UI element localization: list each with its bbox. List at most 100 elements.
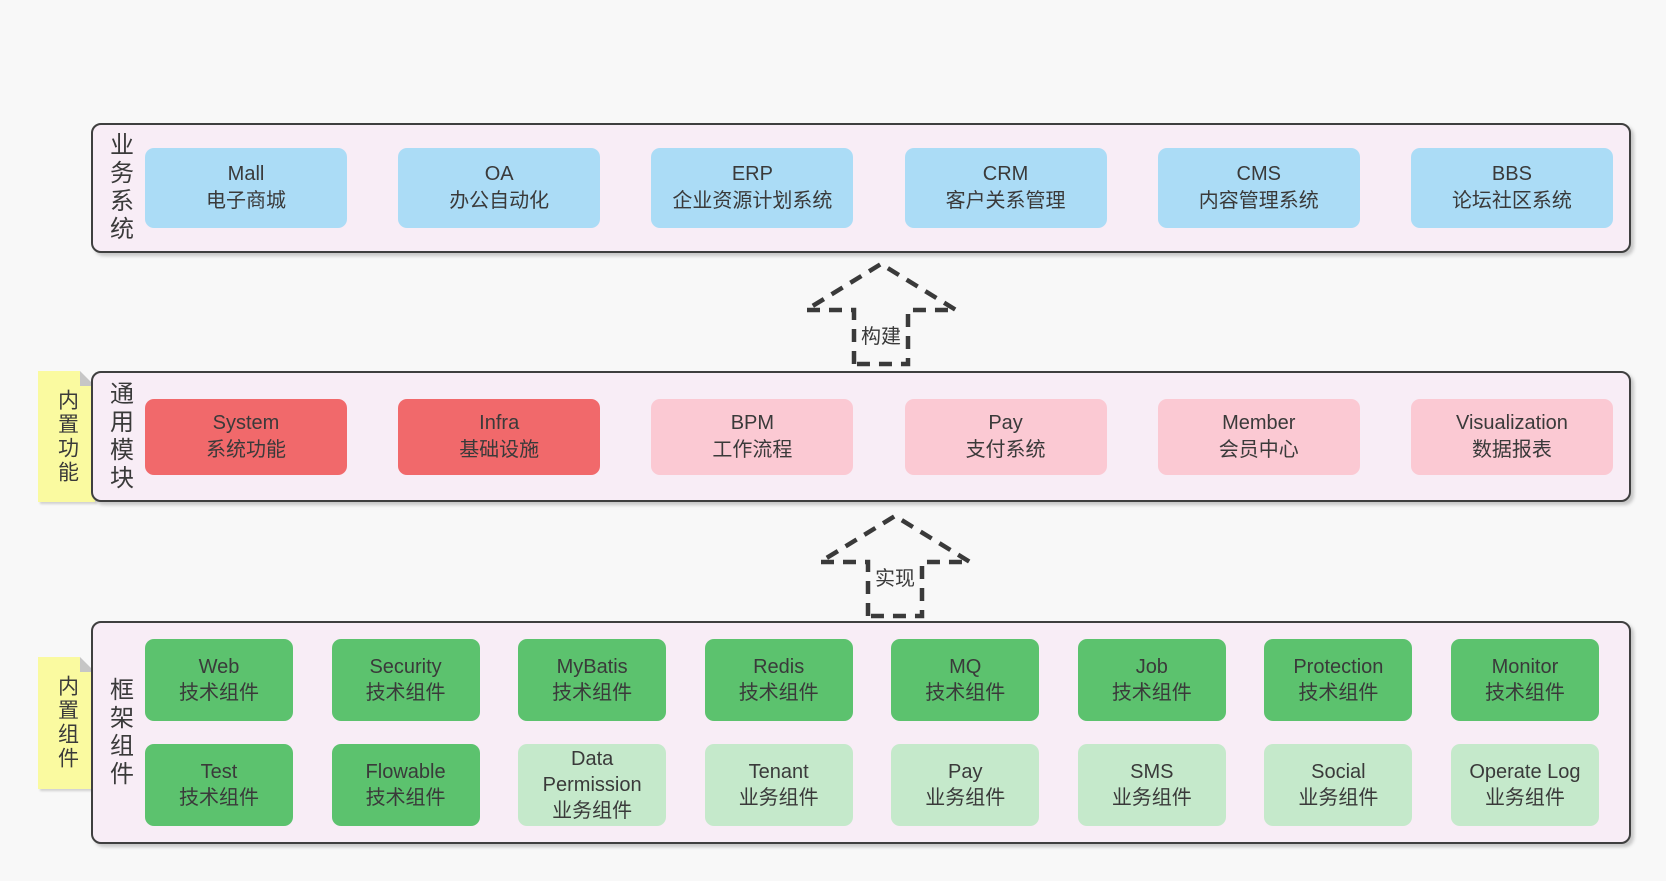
- band-business-systems: 业务系统 Mall 电子商城 OA 办公自动化 ERP 企业资源计划系统 CRM…: [91, 123, 1631, 253]
- box-mall: Mall 电子商城: [145, 148, 347, 228]
- box-security: Security 技术组件: [331, 639, 480, 721]
- box-job: Job 技术组件: [1077, 639, 1226, 721]
- box-visualization: Visualization 数据报表: [1410, 398, 1613, 475]
- box-title: Mall: [227, 163, 265, 185]
- box-subtitle: 技术组件: [365, 682, 446, 704]
- box-title: Visualization: [1455, 411, 1568, 434]
- box-title: Security: [369, 656, 442, 678]
- box-title: CRM: [982, 163, 1029, 185]
- box-pay: Pay 支付系统: [904, 398, 1107, 475]
- box-title: Infra: [479, 411, 520, 434]
- box-subtitle: 技术组件: [925, 682, 1006, 704]
- band-label: 框架组件: [93, 623, 145, 842]
- box-erp: ERP 企业资源计划系统: [651, 148, 854, 228]
- box-subtitle: 系统功能: [206, 438, 286, 461]
- box-test: Test 技术组件: [145, 744, 293, 826]
- band-label: 业务系统: [93, 125, 145, 251]
- box-subtitle: 技术组件: [552, 682, 633, 704]
- box-title: Social: [1311, 761, 1366, 783]
- box-subtitle: 业务组件: [738, 787, 819, 809]
- box-operate-log: Operate Log 业务组件: [1450, 744, 1599, 826]
- box-title: Protection: [1293, 656, 1384, 678]
- box-flowable: Flowable 技术组件: [331, 744, 480, 826]
- box-data-permission: Data Permission 业务组件: [518, 744, 667, 826]
- band-common-modules: 通用模块 System 系统功能 Infra 基础设施 BPM 工作流程 Pay…: [91, 371, 1631, 502]
- box-subtitle: 业务组件: [1298, 787, 1379, 809]
- band-title: 业务系统: [105, 132, 133, 244]
- box-subtitle: 技术组件: [365, 787, 446, 809]
- component-row-1: Web 技术组件 Security 技术组件 MyBatis 技术组件 Redi…: [145, 639, 1599, 721]
- box-subtitle: 业务组件: [552, 800, 633, 822]
- box-bbs: BBS 论坛社区系统: [1410, 148, 1613, 228]
- component-row-2: Test 技术组件 Flowable 技术组件 Data Permission …: [145, 744, 1599, 826]
- box-subtitle: 企业资源计划系统: [672, 190, 833, 212]
- box-pay-business: Pay 业务组件: [891, 744, 1040, 826]
- box-subtitle: 技术组件: [1111, 682, 1192, 704]
- box-bpm: BPM 工作流程: [651, 398, 854, 475]
- box-subtitle: 工作流程: [712, 438, 793, 461]
- box-title: Tenant: [748, 761, 809, 783]
- box-title: Data Permission: [542, 748, 642, 796]
- box-subtitle: 技术组件: [179, 682, 259, 704]
- box-title: Operate Log: [1469, 761, 1581, 783]
- box-infra: Infra 基础设施: [398, 398, 601, 475]
- box-mybatis: MyBatis 技术组件: [518, 639, 667, 721]
- box-subtitle: 会员中心: [1218, 438, 1299, 461]
- box-subtitle: 电子商城: [206, 190, 286, 212]
- box-title: OA: [484, 163, 514, 185]
- box-subtitle: 业务组件: [925, 787, 1006, 809]
- box-title: BPM: [730, 411, 775, 434]
- box-system: System 系统功能: [145, 398, 347, 475]
- arrow-implement-label: 实现: [871, 560, 919, 593]
- sticky-note-built-in-features: 内置功能: [38, 371, 95, 502]
- arrow-build-label: 构建: [857, 318, 905, 351]
- box-sms: SMS 业务组件: [1077, 744, 1226, 826]
- box-title: BBS: [1491, 163, 1532, 185]
- box-subtitle: 业务组件: [1484, 787, 1565, 809]
- box-social: Social 业务组件: [1264, 744, 1413, 826]
- band-label: 通用模块: [93, 373, 145, 500]
- box-mq: MQ 技术组件: [891, 639, 1040, 721]
- box-title: Test: [200, 761, 238, 783]
- box-redis: Redis 技术组件: [704, 639, 853, 721]
- sticky-label: 内置组件: [55, 675, 79, 771]
- band-title: 通用模块: [105, 380, 133, 493]
- box-subtitle: 论坛社区系统: [1451, 190, 1572, 212]
- box-member: Member 会员中心: [1157, 398, 1360, 475]
- box-crm: CRM 客户关系管理: [904, 148, 1107, 228]
- business-boxes: Mall 电子商城 OA 办公自动化 ERP 企业资源计划系统 CRM 客户关系…: [145, 125, 1629, 251]
- box-subtitle: 客户关系管理: [945, 190, 1066, 212]
- box-subtitle: 办公自动化: [449, 190, 550, 212]
- box-subtitle: 基础设施: [459, 438, 540, 461]
- box-protection: Protection 技术组件: [1264, 639, 1413, 721]
- box-web: Web 技术组件: [145, 639, 293, 721]
- box-tenant: Tenant 业务组件: [704, 744, 853, 826]
- band-framework-components: 框架组件 Web 技术组件 Security 技术组件 MyBatis 技术组件…: [91, 621, 1631, 844]
- box-subtitle: 支付系统: [965, 438, 1046, 461]
- box-monitor: Monitor 技术组件: [1450, 639, 1599, 721]
- box-oa: OA 办公自动化: [398, 148, 601, 228]
- box-title: MyBatis: [556, 656, 628, 678]
- box-title: Web: [198, 656, 240, 678]
- box-subtitle: 技术组件: [738, 682, 819, 704]
- box-title: Monitor: [1491, 656, 1559, 678]
- box-cms: CMS 内容管理系统: [1157, 148, 1360, 228]
- box-title: Redis: [753, 656, 805, 678]
- dashed-arrow-icon: [798, 261, 964, 367]
- box-title: Member: [1222, 411, 1296, 434]
- box-subtitle: 技术组件: [1298, 682, 1379, 704]
- box-title: Job: [1135, 656, 1168, 678]
- box-title: CMS: [1236, 163, 1281, 185]
- box-title: Pay: [988, 411, 1023, 434]
- box-title: Flowable: [365, 761, 446, 783]
- box-subtitle: 内容管理系统: [1198, 190, 1319, 212]
- box-subtitle: 技术组件: [179, 787, 259, 809]
- box-subtitle: 数据报表: [1471, 438, 1552, 461]
- component-rows: Web 技术组件 Security 技术组件 MyBatis 技术组件 Redi…: [145, 623, 1629, 842]
- box-subtitle: 业务组件: [1111, 787, 1192, 809]
- module-boxes: System 系统功能 Infra 基础设施 BPM 工作流程 Pay 支付系统…: [145, 373, 1629, 500]
- box-title: System: [212, 411, 280, 434]
- sticky-label: 内置功能: [55, 388, 79, 485]
- box-title: Pay: [948, 761, 983, 783]
- box-title: MQ: [949, 656, 982, 678]
